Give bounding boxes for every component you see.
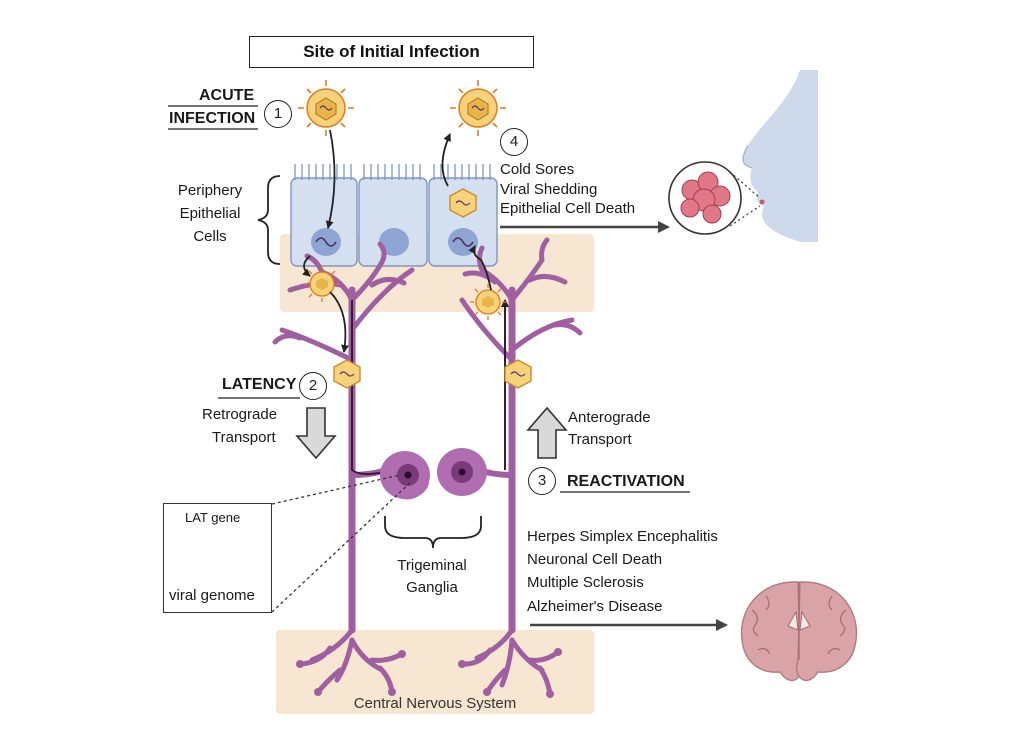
cold-sore-spot [759, 199, 765, 205]
disease-hse: Herpes Simplex Encephalitis [527, 528, 718, 545]
lat-callout-lines [271, 474, 413, 613]
ganglia-brace [384, 516, 482, 549]
disease-ms: Multiple Sclerosis [527, 574, 644, 591]
acute-label-line1: ACUTE [199, 87, 255, 104]
brain-illustration [740, 581, 858, 682]
disease-alzheimers: Alzheimer's Disease [527, 598, 663, 615]
infection-arrows [302, 129, 492, 353]
ganglion-cell-bodies [380, 448, 487, 500]
step-number-3: 3 [528, 467, 556, 495]
face-illustration [742, 70, 818, 242]
lat-gene-inset [163, 503, 272, 613]
cold-sore-magnified [668, 161, 742, 235]
viral-genome-label: viral genome [169, 587, 255, 604]
anterograde-line1: Anterograde [568, 409, 651, 426]
title-box: Site of Initial Infection [249, 36, 534, 68]
diagram-title: Site of Initial Infection [303, 42, 480, 61]
step-number-4: 4 [500, 128, 528, 156]
sore-callout-lines [729, 171, 761, 227]
latency-label: LATENCY [222, 376, 297, 393]
anterograde-arrow [526, 406, 568, 459]
retrograde-arrow [295, 407, 337, 460]
acute-label-line2: INFECTION [169, 110, 256, 127]
epithelial-cells [290, 164, 498, 267]
epithelial-label-line3: Cells [193, 228, 227, 245]
step-number-1: 1 [264, 100, 292, 128]
step-underlines [168, 105, 690, 493]
epithelial-label-line2: Epithelial [179, 205, 241, 222]
retrograde-line2: Transport [212, 429, 276, 446]
shedding-item-cold-sores: Cold Sores [500, 161, 575, 178]
shedding-item-cell-death: Epithelial Cell Death [500, 200, 636, 217]
virus-particles [298, 80, 532, 389]
retrograde-line1: Retrograde [202, 406, 278, 423]
anterograde-line2: Transport [568, 431, 632, 448]
disease-neuronal-death: Neuronal Cell Death [527, 551, 663, 568]
ganglia-label-line2: Ganglia [406, 579, 458, 596]
cns-label: Central Nervous System [353, 695, 517, 712]
epithelial-brace [257, 175, 281, 265]
step-number-2: 2 [299, 372, 327, 400]
reactivation-label: REACTIVATION [567, 473, 685, 490]
shedding-item-viral-shedding: Viral Shedding [500, 181, 598, 198]
epithelial-label-line1: Periphery [177, 182, 243, 199]
ganglia-label-line1: Trigeminal [397, 557, 467, 574]
lat-gene-label: LAT gene [185, 510, 241, 525]
